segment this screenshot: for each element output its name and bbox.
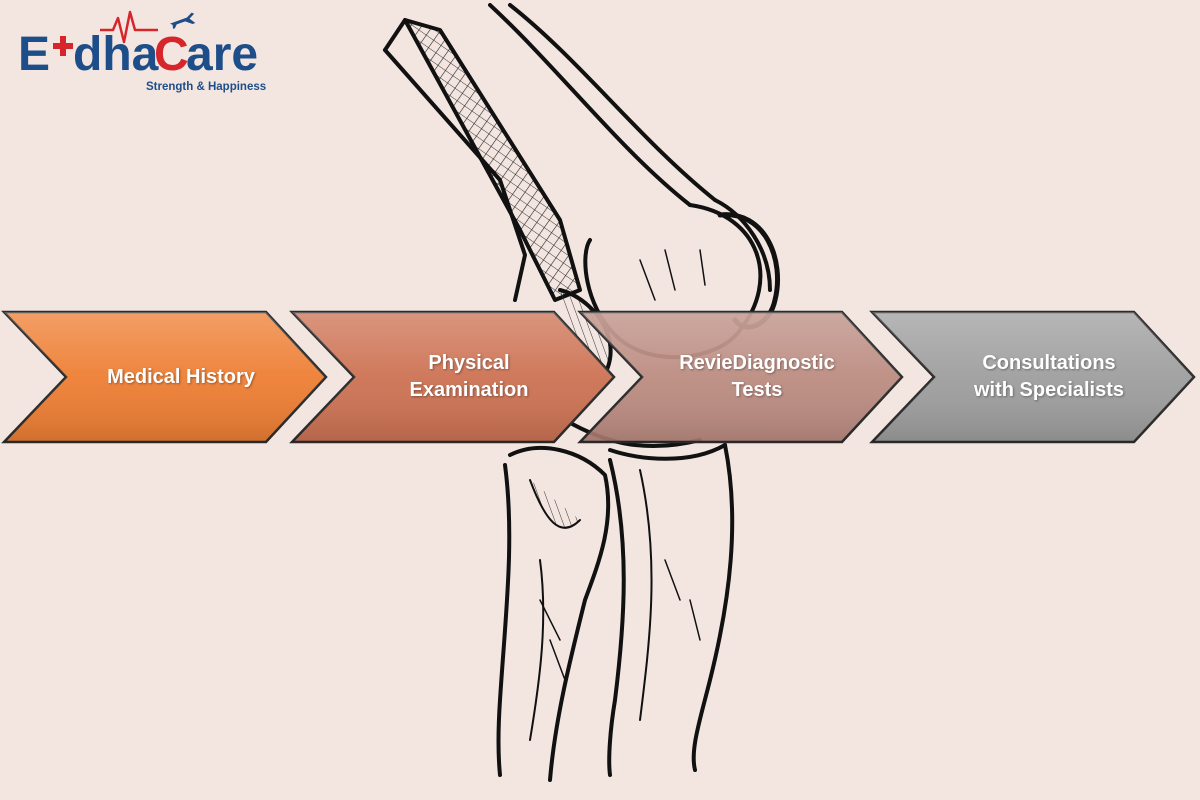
svg-text:are: are [186, 28, 258, 81]
heartbeat-icon [100, 10, 158, 44]
brand-logo: E dha C are Strength & Happiness [18, 8, 268, 98]
medical-cross-icon [53, 36, 73, 56]
step-consultations-gloss [872, 312, 1194, 442]
brand-tagline: Strength & Happiness [146, 81, 267, 93]
svg-text:E: E [18, 28, 50, 81]
airplane-icon [170, 12, 196, 29]
step-medical-history-label: Medical History [107, 365, 255, 388]
step-diagnostic-tests-label: RevieDiagnostic Tests [679, 352, 835, 401]
svg-text:C: C [154, 28, 189, 81]
svg-text:dha: dha [73, 28, 159, 81]
step-medical-history-gloss [4, 312, 326, 442]
step-diagnostic-tests-gloss [580, 312, 902, 442]
step-physical-examination-label: Physical Examination [409, 352, 529, 401]
step-consultations-label: Consultations with Specialists [973, 352, 1125, 401]
step-physical-examination-gloss [292, 312, 614, 442]
